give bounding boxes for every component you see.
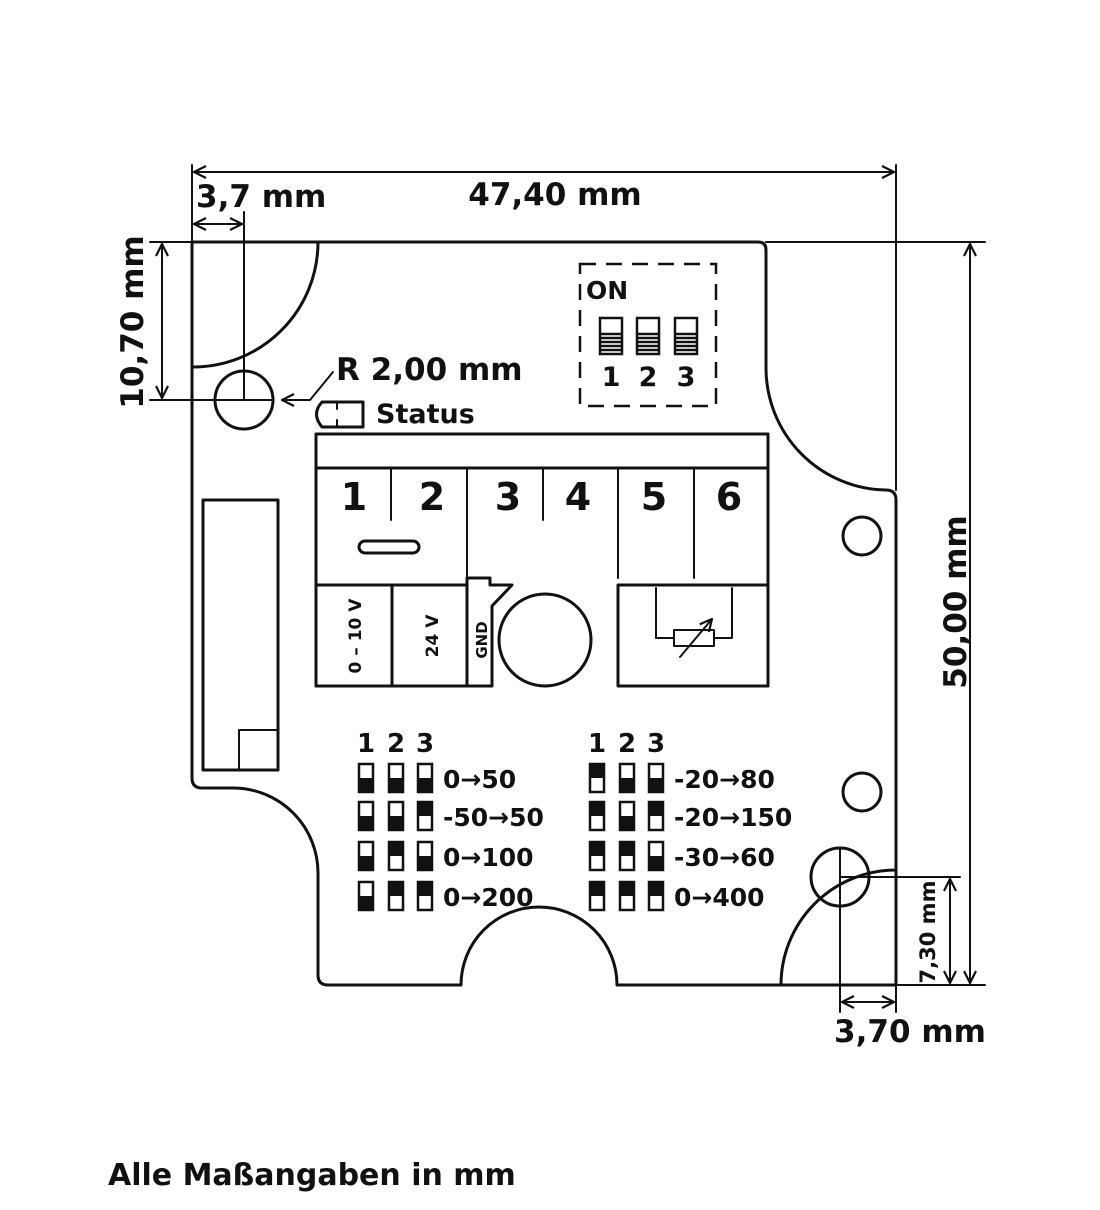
range-left-header-2: 2: [387, 729, 405, 759]
range-right-range-label: 0→400: [674, 883, 765, 912]
range-right-range-label: -20→150: [674, 803, 792, 832]
dimension-lines: [149, 164, 986, 1013]
range-left-row: 0→100: [357, 840, 534, 872]
terminal-number-5: 5: [641, 475, 667, 519]
dip-number-1: 1: [602, 362, 621, 393]
range-left-row: 0→200: [357, 880, 534, 912]
footer-note: Alle Maßangaben in mm: [108, 1158, 516, 1193]
status-led: [315, 400, 365, 429]
status-led-label: Status: [376, 399, 475, 430]
range-right-row: -30→60: [588, 840, 775, 872]
terminal-number-6: 6: [716, 475, 742, 519]
terminal-block: [314, 432, 770, 688]
hole-right-lower: [841, 771, 883, 813]
range-left-header-1: 1: [357, 729, 375, 759]
dip-lever-3: [673, 316, 699, 356]
dim-height-total: 50,00 mm: [938, 515, 974, 688]
range-right-row: -20→150: [588, 800, 792, 832]
dim-hole-offset-bottom: 7,30 mm: [916, 881, 940, 984]
range-right-range-label: -30→60: [674, 843, 775, 872]
board-outline: [190, 240, 898, 987]
terminal-label-gnd: GND: [473, 621, 491, 658]
dim-width-total: 47,40 mm: [468, 177, 641, 213]
dim-hole-offset-top: 10,70 mm: [115, 235, 151, 408]
range-right-header-3: 3: [647, 729, 665, 759]
dip-switch: [578, 262, 718, 408]
terminal-number-2: 2: [419, 475, 445, 519]
range-right-header-1: 1: [588, 729, 606, 759]
range-right-header-2: 2: [618, 729, 636, 759]
range-left-row: -50→50: [357, 800, 544, 832]
hole-right-upper: [841, 515, 883, 557]
range-right-row: -20→80: [588, 762, 775, 794]
dim-hole-radius: R 2,00 mm: [336, 352, 523, 388]
dip-number-2: 2: [639, 362, 658, 393]
dip-lever-1: [598, 316, 624, 356]
terminal-number-4: 4: [565, 475, 591, 519]
terminal-label-0-10v: 0 – 10 V: [346, 598, 366, 674]
terminal-label-24v: 24 V: [423, 614, 443, 658]
range-left-row: 0→50: [357, 762, 516, 794]
terminal-number-3: 3: [495, 475, 521, 519]
dim-hole-offset-right: 3,70 mm: [834, 1014, 986, 1050]
range-left-range-label: 0→100: [443, 843, 534, 872]
range-right-range-label: -20→80: [674, 765, 775, 794]
terminal-number-1: 1: [341, 475, 367, 519]
range-left-range-label: 0→200: [443, 883, 534, 912]
dip-number-3: 3: [677, 362, 696, 393]
mounting-holes: [213, 369, 883, 908]
dim-hole-offset-left: 3,7 mm: [196, 179, 326, 215]
dip-lever-2: [635, 316, 661, 356]
dip-switch-on-label: ON: [586, 276, 628, 305]
range-right-row: 0→400: [588, 880, 765, 912]
range-left-header-3: 3: [416, 729, 434, 759]
range-left-range-label: -50→50: [443, 803, 544, 832]
range-left-range-label: 0→50: [443, 765, 516, 794]
side-component: [201, 498, 280, 772]
board-edge-bottom-right: [779, 868, 898, 987]
